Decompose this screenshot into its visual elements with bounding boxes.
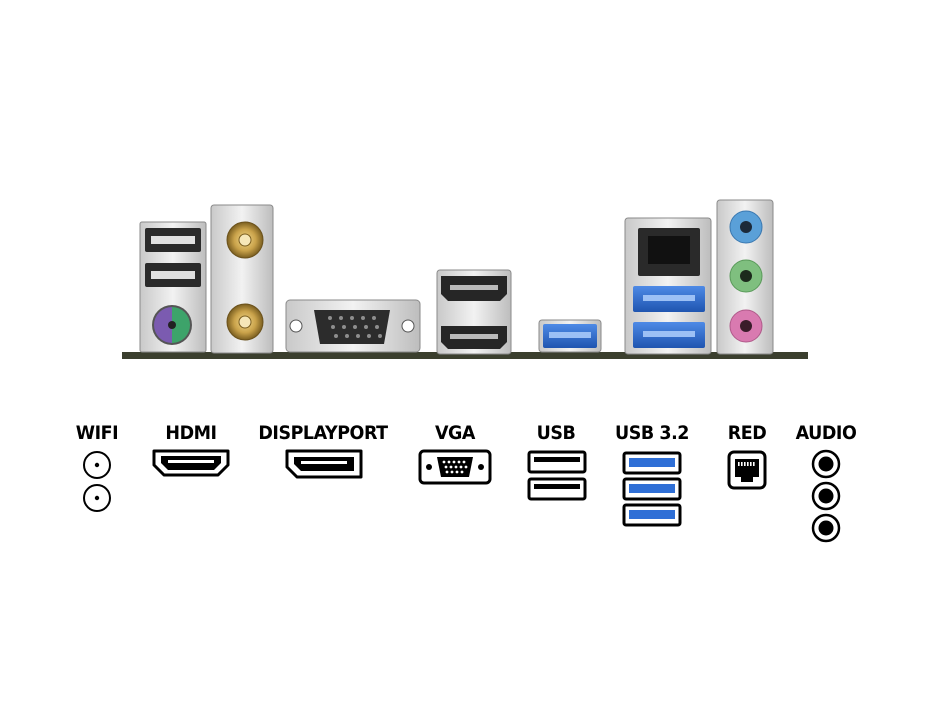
audio-jack-icon — [810, 448, 842, 544]
label-hdmi: HDMI — [165, 422, 217, 444]
wifi-connector-icon — [80, 450, 114, 514]
hdmi-dp-stack — [436, 269, 512, 355]
label-wifi: WIFI — [75, 422, 119, 444]
usb32-icon — [622, 451, 682, 529]
pcb-board — [122, 352, 808, 359]
label-usb32: USB 3.2 — [615, 422, 689, 444]
usb3-single-photo — [538, 319, 602, 353]
usb-icon — [527, 450, 587, 502]
label-displayport: DISPLAYPORT — [258, 422, 388, 444]
label-audio: AUDIO — [795, 422, 857, 444]
label-red: RED — [727, 422, 767, 444]
label-vga: VGA — [434, 422, 476, 444]
audio-jack-stack — [716, 199, 774, 355]
usb-ps2-stack — [139, 221, 207, 353]
lan-usb3-stack — [624, 217, 712, 355]
displayport-icon — [285, 449, 363, 479]
vga-port-photo — [285, 299, 421, 353]
lan-port-icon — [727, 450, 767, 490]
hdmi-icon — [152, 449, 230, 477]
wifi-antenna-bracket — [210, 204, 274, 354]
label-usb: USB — [536, 422, 576, 444]
motherboard-io-panel — [122, 199, 808, 359]
vga-icon — [418, 449, 492, 485]
